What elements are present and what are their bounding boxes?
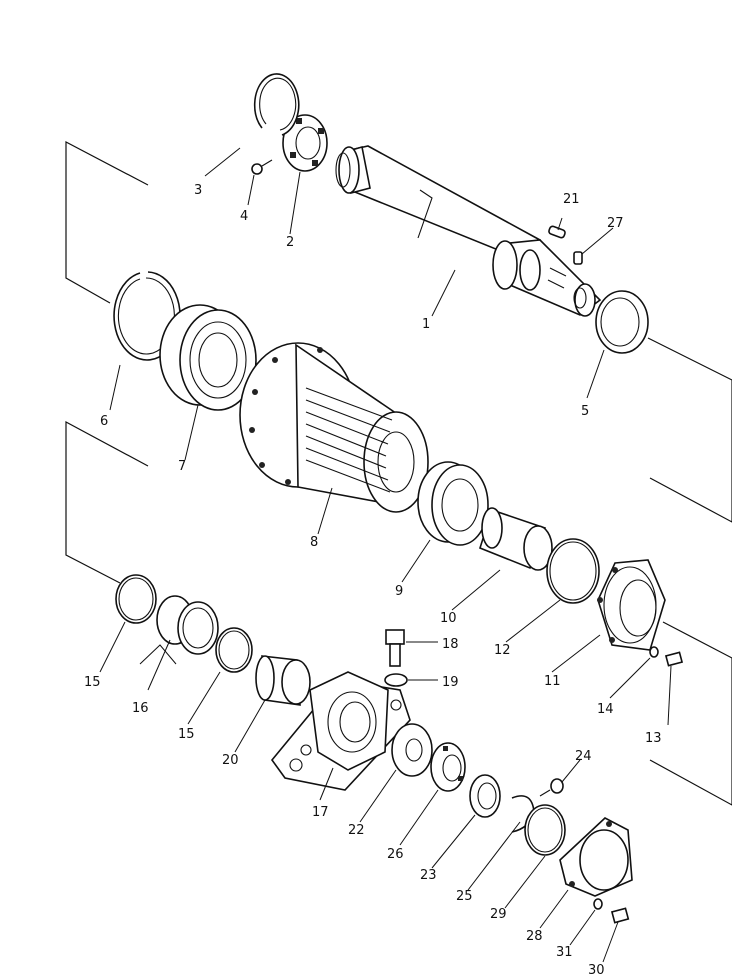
label-p25: 25	[456, 889, 473, 904]
label-p2: 2	[286, 235, 294, 250]
end-cover	[559, 817, 633, 897]
label-p24: 24	[575, 749, 592, 764]
part-callouts: 1 2 3 4 5 6 7 8 9 10 11 12 13 14 15 15 1…	[84, 183, 662, 977]
cover-washer	[593, 898, 603, 910]
label-p7: 7	[178, 459, 186, 474]
flange-bolt	[664, 651, 684, 667]
label-p28: 28	[526, 929, 543, 944]
hub-housing	[239, 342, 429, 513]
o-ring-15-lower	[215, 627, 253, 673]
key	[548, 225, 566, 239]
end-nut	[430, 742, 466, 792]
lock-nut	[282, 114, 328, 172]
label-p13: 13	[645, 731, 662, 746]
label-p6: 6	[100, 414, 108, 429]
label-p19: 19	[442, 675, 459, 690]
label-p22: 22	[348, 823, 365, 838]
leader-lines	[99, 147, 672, 963]
label-p26: 26	[387, 847, 404, 862]
pillow-block-bearing-housing	[270, 671, 411, 791]
spacer-plate	[391, 723, 433, 777]
bushing	[255, 655, 311, 706]
pin	[573, 251, 583, 265]
lock-washer	[469, 774, 501, 818]
label-p17: 17	[312, 805, 329, 820]
o-ring-15-upper	[115, 574, 157, 624]
label-p21: 21	[563, 192, 580, 207]
mounting-washer	[384, 673, 408, 687]
label-p14: 14	[597, 702, 614, 717]
label-p12: 12	[494, 643, 511, 658]
label-p31: 31	[556, 945, 573, 960]
label-p29: 29	[490, 907, 507, 922]
retainer-flange	[597, 559, 666, 651]
nut-set-screw	[251, 159, 273, 175]
shaft	[335, 145, 602, 317]
label-p9: 9	[395, 584, 403, 599]
flange-washer	[649, 646, 659, 658]
snap-ring-small	[253, 73, 300, 136]
label-p10: 10	[440, 611, 457, 626]
label-p1: 1	[422, 317, 430, 332]
label-p18: 18	[442, 637, 459, 652]
label-p20: 20	[222, 753, 239, 768]
label-p23: 23	[420, 868, 437, 883]
label-p11: 11	[544, 674, 561, 689]
label-p15a: 15	[84, 675, 101, 690]
o-ring-12	[546, 538, 600, 604]
shaft-collar	[595, 290, 649, 354]
label-p4: 4	[240, 209, 248, 224]
label-p16: 16	[132, 701, 149, 716]
label-p15b: 15	[178, 727, 195, 742]
label-p3: 3	[194, 183, 202, 198]
cover-bolt	[610, 907, 630, 924]
roller-bearing-outer	[159, 304, 257, 411]
cover-screw	[539, 778, 564, 797]
label-p8: 8	[310, 535, 318, 550]
assembly-guide-lines	[65, 141, 732, 806]
o-ring-29	[524, 804, 566, 856]
label-p5: 5	[581, 404, 589, 419]
roller-bearing-inner	[417, 461, 489, 546]
sleeve	[479, 507, 553, 571]
seal-ring-set	[156, 595, 219, 655]
label-p30: 30	[588, 963, 605, 977]
mounting-bolt	[385, 629, 405, 667]
label-p27: 27	[607, 216, 624, 231]
